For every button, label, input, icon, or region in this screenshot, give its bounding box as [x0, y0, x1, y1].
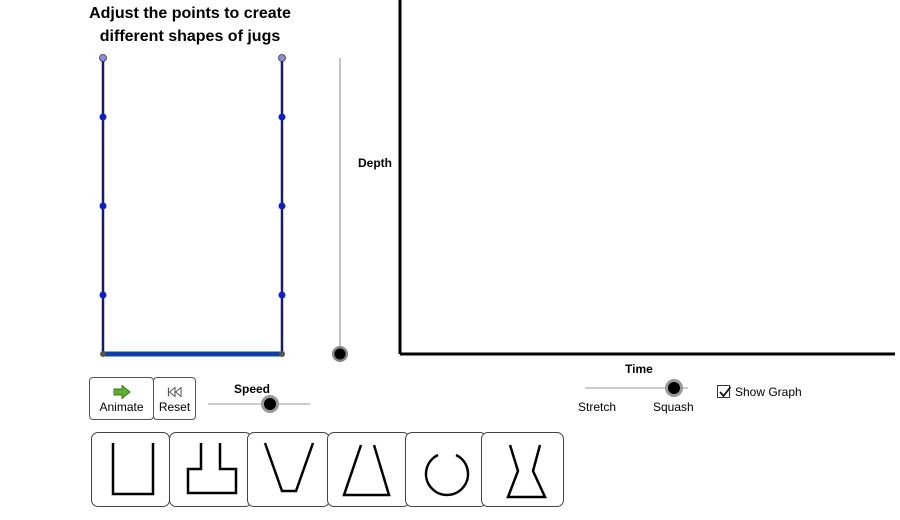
play-arrow-icon [113, 384, 131, 400]
jug-right-point-2[interactable] [278, 202, 286, 210]
shape-preset-v-shape[interactable] [247, 432, 330, 507]
cone-shape-icon [342, 444, 391, 497]
show-graph-checkbox[interactable] [717, 385, 732, 398]
graph-x-label: Time [625, 362, 653, 376]
stretch-label: Stretch [578, 400, 617, 414]
flask-shape-icon [186, 443, 238, 495]
graph-y-label: Depth [358, 156, 392, 170]
reset-button-label: Reset [158, 399, 191, 414]
animate-button[interactable]: Animate [89, 377, 154, 420]
round-flask-shape-icon [424, 453, 470, 497]
reset-button[interactable]: Reset [153, 377, 196, 420]
shape-preset-cone-shape[interactable] [327, 432, 410, 507]
jug-editor [99, 54, 286, 357]
instruction-text: Adjust the points to create different sh… [70, 2, 310, 48]
v-shape-icon [263, 442, 315, 493]
jug-top-right-point[interactable] [278, 54, 286, 62]
shape-preset-flask-shape[interactable] [169, 432, 252, 507]
jug-top-left-point[interactable] [99, 54, 107, 62]
jug-bottom-right-point [279, 351, 285, 357]
jug-right-point-3[interactable] [278, 291, 286, 299]
jug-left-point-2[interactable] [99, 202, 107, 210]
u-shape-icon [111, 443, 155, 496]
squash-label: Squash [653, 400, 694, 414]
speed-label: Speed [234, 382, 271, 396]
hourglass-shape-icon [506, 444, 547, 499]
shape-preset-u-shape[interactable] [91, 432, 170, 507]
jug-right-point-1[interactable] [278, 113, 286, 121]
instruction-line-1: Adjust the points to create [89, 5, 291, 22]
animate-button-label: Animate [99, 399, 144, 414]
jug-left-point-3[interactable] [99, 291, 107, 299]
stretch-squash-slider-thumb[interactable] [668, 382, 680, 394]
speed-slider-thumb[interactable] [264, 398, 276, 410]
depth-indicator-point-inner [334, 348, 346, 360]
shape-preset-hourglass-shape[interactable] [481, 432, 564, 507]
jug-bottom-left-point [100, 351, 106, 357]
show-graph-label[interactable]: Show Graph [735, 385, 802, 399]
instruction-line-2: different shapes of jugs [99, 28, 281, 45]
shape-preset-round-flask-shape[interactable] [405, 432, 487, 507]
check-mark-icon [719, 386, 732, 398]
jug-left-point-1[interactable] [99, 113, 107, 121]
skip-to-start-icon [167, 384, 183, 400]
